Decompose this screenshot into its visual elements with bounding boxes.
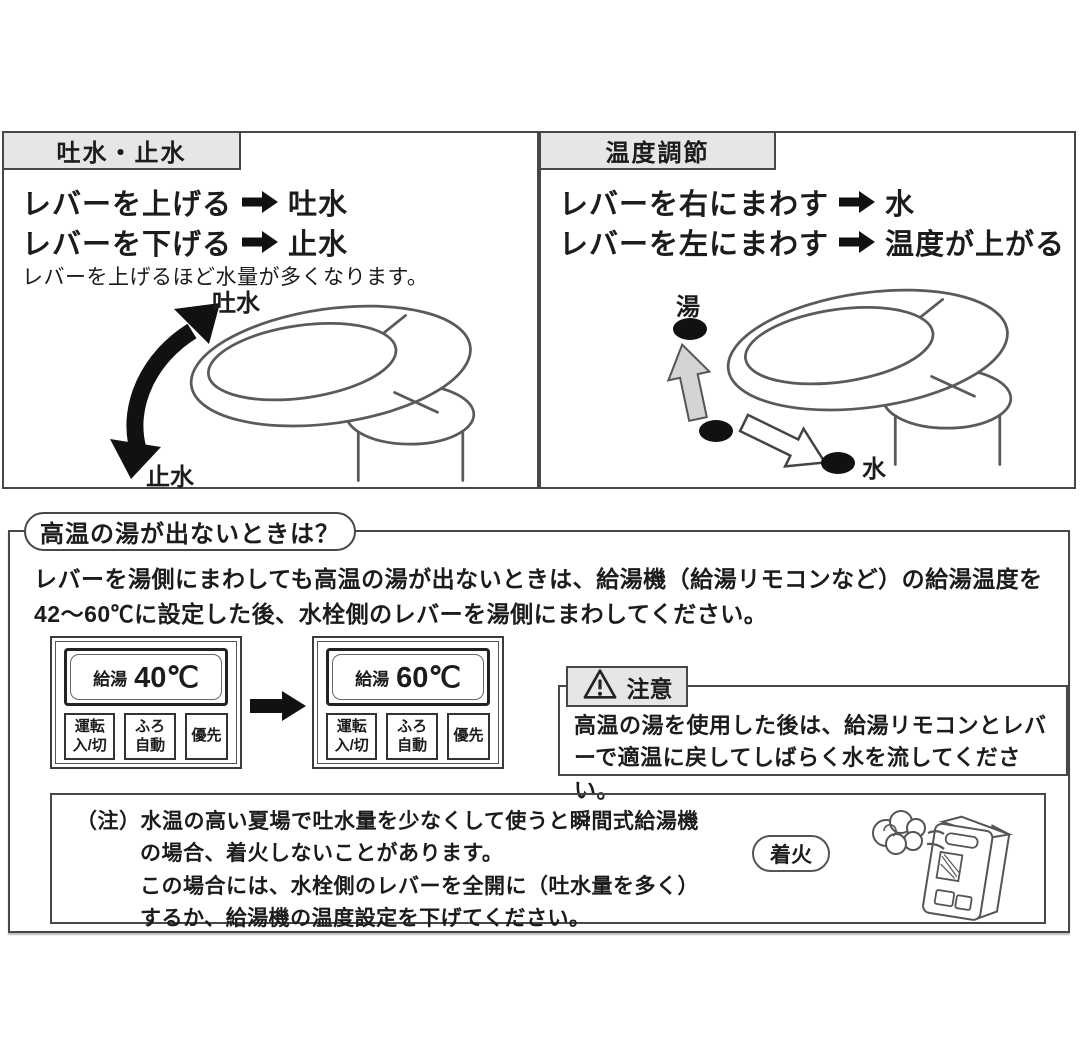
note-text: （注）水温の高い夏場で吐水量を少なくして使うと瞬間式給湯機 の場合、着火しないこ…: [76, 806, 699, 935]
power-button: 運転 入/切: [64, 713, 116, 760]
warning-triangle-icon: [582, 668, 618, 706]
bath-auto-button: ふろ 自動: [386, 713, 438, 760]
cold-label: 水: [862, 456, 886, 483]
note-box: （注）水温の高い夏場で吐水量を少なくして使うと瞬間式給湯機 の場合、着火しないこ…: [50, 793, 1046, 930]
section-title-pill: 高温の湯が出ないときは？: [24, 512, 356, 551]
temperature-title: 温度調節: [605, 140, 710, 167]
remote-buttons: 運転 入/切 ふろ 自動 優先: [326, 713, 490, 760]
spout-instructions: レバーを上げる 吐水 レバーを下げる 止水: [22, 183, 349, 261]
water-heater-remote-40: 給湯 40℃ 運転 入/切 ふろ 自動 優先: [50, 636, 242, 769]
spout-down-label: 止水: [146, 464, 194, 491]
instruction-pre: レバーを下げる: [22, 228, 233, 261]
hot-label: 湯: [676, 294, 700, 321]
note-line: するか、給湯機の温度設定を下げてください。: [140, 906, 591, 930]
note-line: この場合には、水栓側のレバーを全開に（吐水量を多く）: [140, 874, 699, 898]
temp-lever-diagram: 湯 水: [566, 273, 1066, 485]
remote-display-screen: 給湯 40℃: [70, 654, 222, 700]
priority-button: 優先: [184, 713, 228, 760]
mid-dot: [699, 420, 733, 442]
button-label: 優先: [453, 727, 484, 745]
right-arrow-icon: [242, 190, 279, 214]
water-heater-illustration: [838, 797, 1038, 926]
instruction-row: レバーを上げる 吐水: [22, 183, 349, 221]
up-down-curved-arrow: [110, 303, 220, 479]
button-label: 入/切: [72, 736, 107, 754]
button-label: 入/切: [334, 736, 369, 754]
right-arrow-icon: [839, 230, 876, 254]
no-hot-water-section: 高温の湯が出ないときは？ レバーを湯側にまわしても高温の湯が出ないときは、給湯機…: [8, 512, 1070, 933]
note-line: の場合、着火しないことがあります。: [140, 842, 504, 866]
remote-display: 給湯 40℃: [64, 648, 228, 706]
priority-button: 優先: [446, 713, 490, 760]
instruction-pre: レバーを左にまわす: [559, 228, 830, 261]
instruction-row: レバーを右にまわす 水: [559, 183, 1065, 221]
remote-panel: 給湯 60℃ 運転 入/切 ふろ 自動 優先: [317, 641, 499, 764]
water-heater-remote-60: 給湯 60℃ 運転 入/切 ふろ 自動 優先: [312, 636, 504, 769]
caution-title: 注意: [626, 675, 673, 702]
cold-direction-arrow: [738, 413, 828, 468]
button-label: 自動: [397, 736, 428, 754]
instruction-pre: レバーを右にまわす: [559, 188, 830, 221]
spout-stop-title: 吐水・止水: [56, 140, 187, 167]
instruction-post: 水: [885, 188, 916, 221]
button-label: 優先: [191, 727, 222, 745]
steam-cloud: [872, 810, 945, 855]
caution-body-text: 高温の湯を使用した後は、給湯リモコンとレバーで適温に戻してしばらく水を流してくだ…: [574, 713, 1047, 803]
button-label: ふろ: [135, 717, 166, 735]
section-title: 高温の湯が出ないときは？: [40, 521, 340, 548]
right-arrow-icon: [839, 190, 876, 214]
spout-note: レバーを上げるほど水量が多くなります。: [22, 266, 429, 289]
remote-panel: 給湯 40℃ 運転 入/切 ふろ 自動 優先: [55, 641, 237, 764]
hot-dot: [673, 318, 707, 340]
spout-stop-header: 吐水・止水: [4, 133, 241, 170]
spout-lever-diagram: 吐水 止水: [24, 283, 524, 491]
remote-display: 給湯 60℃: [326, 648, 490, 706]
button-label: 自動: [135, 736, 166, 754]
caution-label: 注意: [566, 666, 688, 707]
instruction-post: 温度が上がる: [885, 228, 1066, 261]
ignition-label-pill: 着火: [752, 835, 830, 872]
button-label: 運転: [74, 717, 105, 735]
bath-auto-button: ふろ 自動: [124, 713, 176, 760]
button-label: ふろ: [397, 717, 428, 735]
instruction-row: レバーを下げる 止水: [22, 223, 349, 261]
temperature-box: 温度調節 レバーを右にまわす 水 レバーを左にまわす 温度が上がる: [539, 131, 1076, 489]
right-arrow-icon: [242, 230, 279, 254]
cold-dot: [821, 452, 855, 474]
note-line: （注）水温の高い夏場で吐水量を少なくして使うと瞬間式給湯機: [76, 810, 699, 833]
remote-buttons: 運転 入/切 ふろ 自動 優先: [64, 713, 228, 760]
button-label: 運転: [336, 717, 367, 735]
temp-instructions: レバーを右にまわす 水 レバーを左にまわす 温度が上がる: [559, 183, 1066, 261]
remote-display-screen: 給湯 60℃: [332, 654, 484, 700]
instruction-pre: レバーを上げる: [22, 188, 233, 221]
spout-stop-box: 吐水・止水 レバーを上げる 吐水 レバーを下げる 止水 レバーを上げるほど水量が…: [2, 131, 539, 491]
remote-transition-arrow-icon: [250, 690, 306, 727]
faucet-rotate-illustration: [666, 275, 1017, 474]
remote-display-label: 給湯: [355, 669, 390, 689]
remote-display-temp: 60℃: [396, 661, 461, 694]
remote-display-label: 給湯: [93, 669, 128, 689]
faucet-lever-illustration: [110, 291, 480, 482]
instruction-post: 止水: [288, 228, 349, 261]
spout-up-label: 吐水: [212, 290, 260, 317]
heater-unit: [922, 815, 1014, 921]
remote-display-temp: 40℃: [134, 661, 199, 694]
instruction-post: 吐水: [288, 188, 349, 221]
caution-box: 注意 高温の湯を使用した後は、給湯リモコンとレバーで適温に戻してしばらく水を流し…: [558, 666, 1068, 803]
instruction-row: レバーを左にまわす 温度が上がる: [559, 223, 1066, 261]
section-body-text: レバーを湯側にまわしても高温の湯が出ないときは、給湯機（給湯リモコンなど）の給湯…: [34, 566, 1043, 627]
hot-direction-arrow: [666, 342, 712, 423]
temperature-header: 温度調節: [541, 133, 776, 170]
power-button: 運転 入/切: [326, 713, 378, 760]
